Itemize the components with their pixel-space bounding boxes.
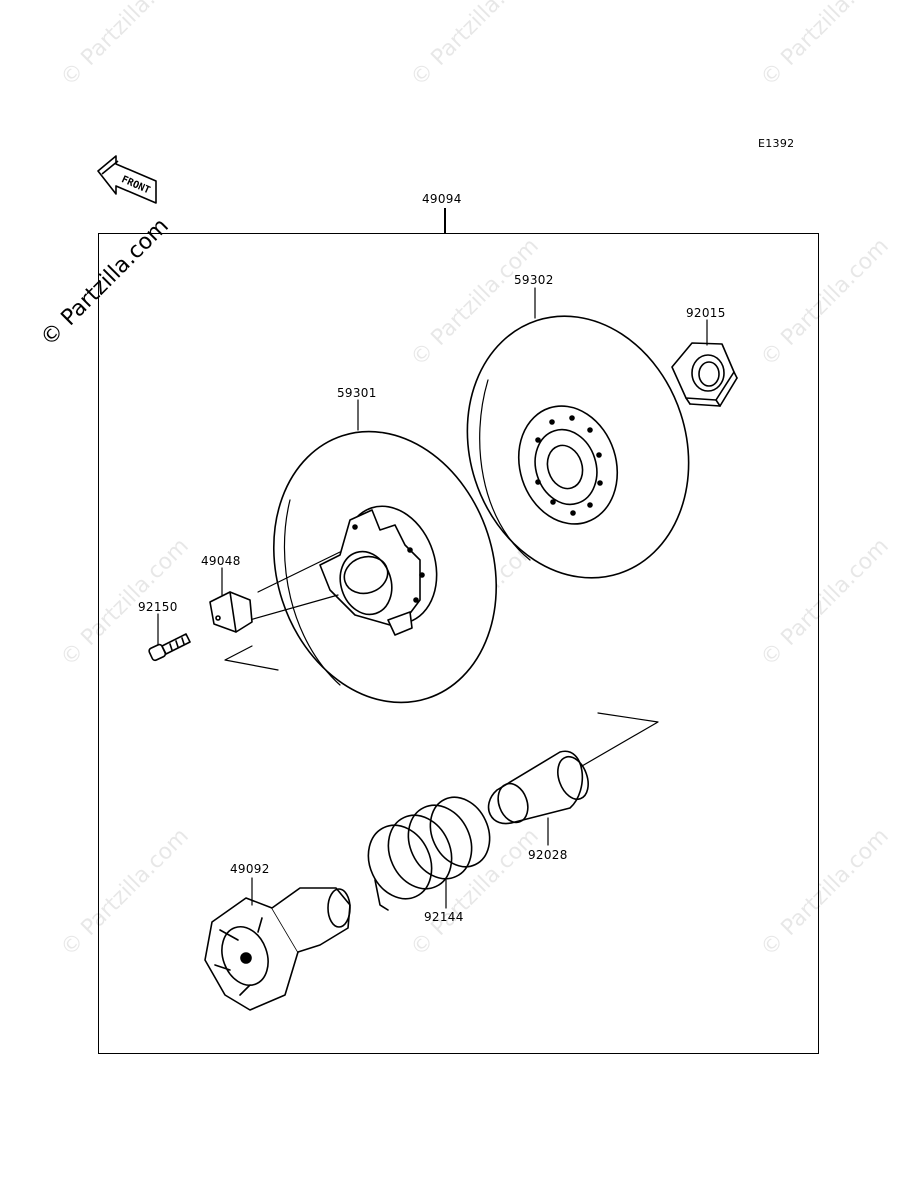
spring-92144 <box>367 796 491 911</box>
assembly-frame <box>98 233 819 1054</box>
cam-slider-49048 <box>209 591 253 633</box>
label-92015: 92015 <box>686 306 726 320</box>
label-92150: 92150 <box>138 600 178 614</box>
label-59301: 59301 <box>337 386 377 400</box>
label-49094: 49094 <box>422 192 462 206</box>
nut-92015 <box>671 342 738 407</box>
label-59302: 59302 <box>514 273 554 287</box>
label-92028: 92028 <box>528 848 568 862</box>
movable-sheave-59301 <box>272 430 498 704</box>
fixed-sheave-59302 <box>466 315 690 579</box>
leader-49094 <box>444 208 446 234</box>
front-arrow-icon: FRONT <box>97 155 157 204</box>
cam-49092 <box>204 887 351 1011</box>
label-49092: 49092 <box>230 862 270 876</box>
bolt-92150 <box>148 633 191 662</box>
label-92144: 92144 <box>424 910 464 924</box>
diagram-code: E1392 <box>758 137 795 150</box>
label-49048: 49048 <box>201 554 241 568</box>
collar-92028 <box>487 750 589 825</box>
